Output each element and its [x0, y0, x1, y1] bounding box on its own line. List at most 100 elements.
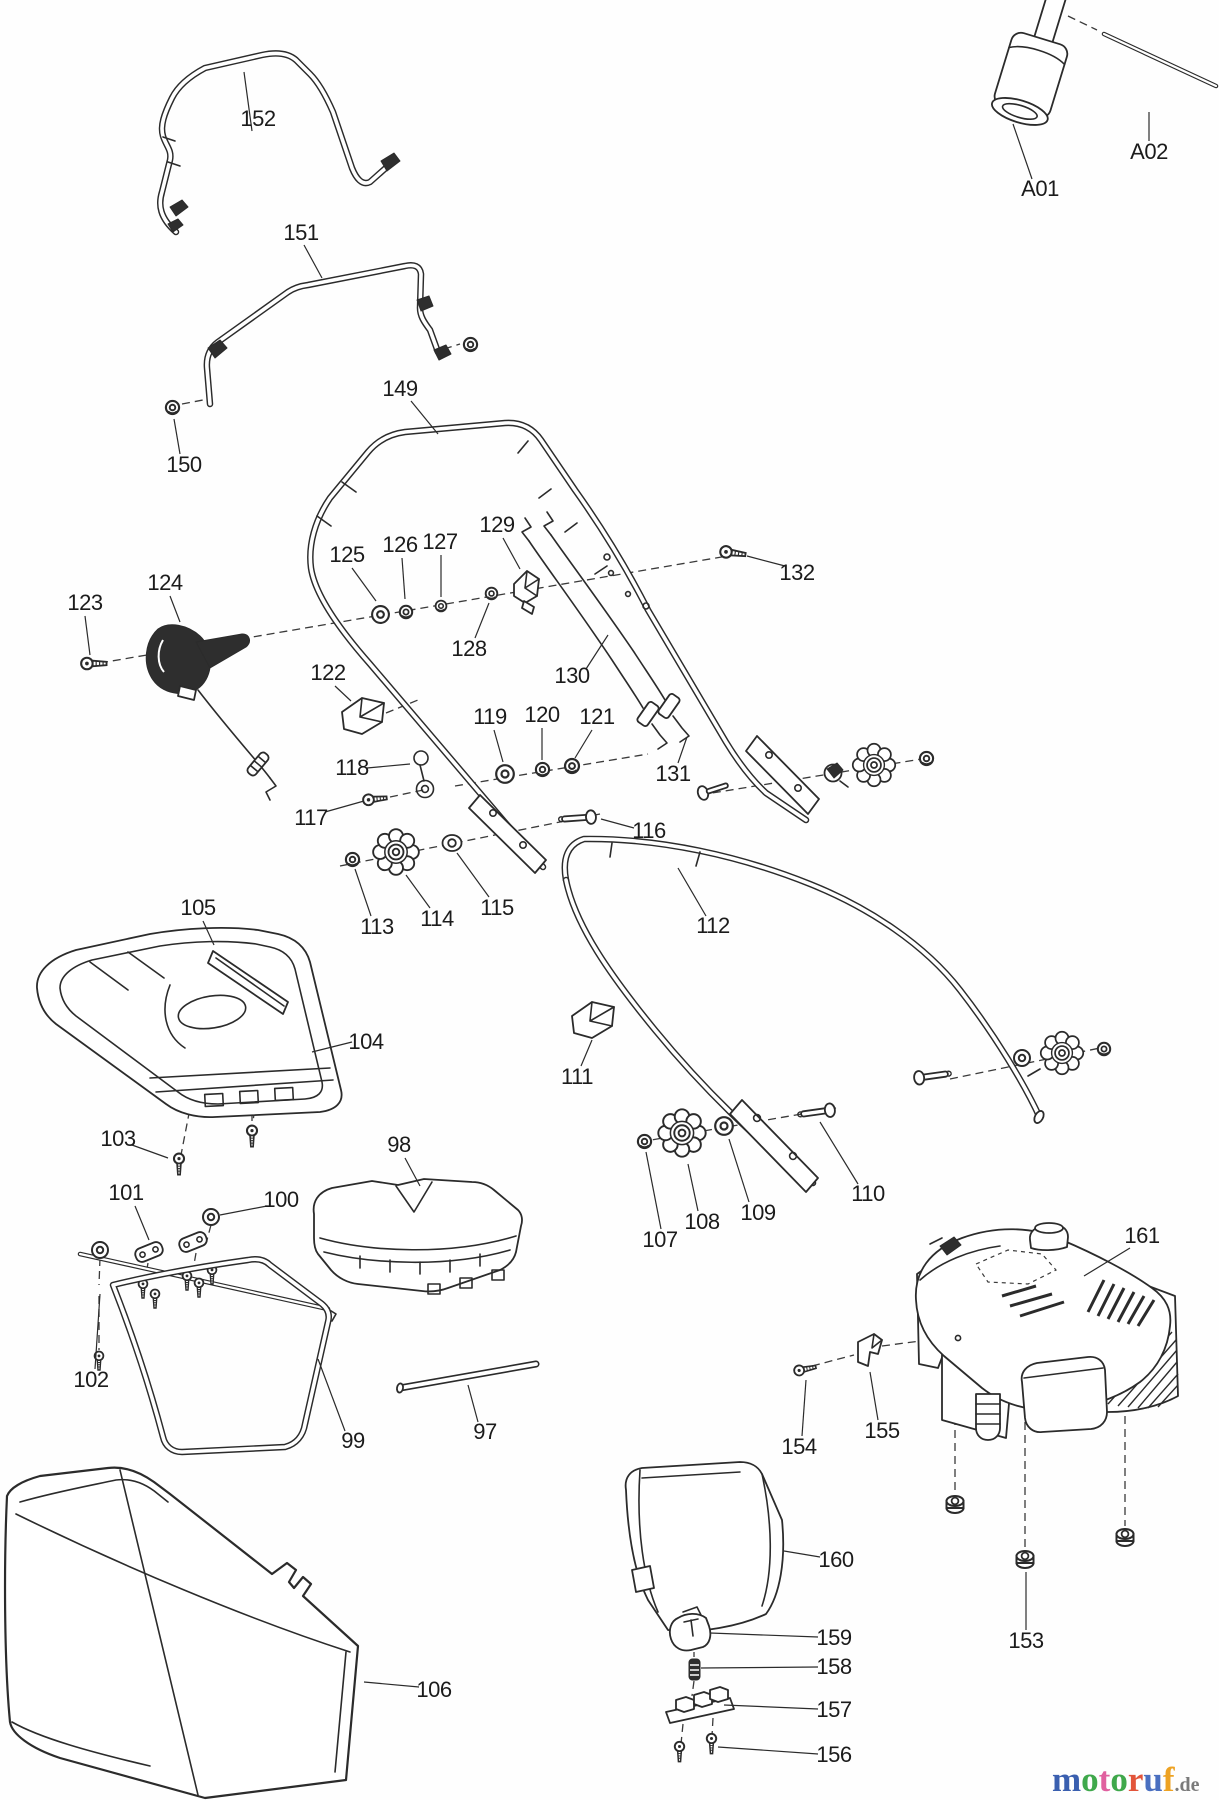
rod-97 — [396, 1360, 540, 1394]
leader-line-128 — [474, 602, 490, 639]
control-cables-130 — [521, 511, 729, 801]
leader-line-112 — [677, 867, 707, 917]
leader-line-121 — [574, 729, 593, 759]
part-label-A01: A01 — [1021, 176, 1059, 201]
part-label-153: 153 — [1008, 1628, 1043, 1653]
screw-103b — [245, 1124, 259, 1148]
part-label-123: 123 — [67, 590, 102, 615]
leader-line-97 — [467, 1384, 479, 1423]
logo-text: motoruf.de — [1052, 1760, 1200, 1799]
handle-bracket-left — [468, 794, 547, 874]
part-label-102: 102 — [73, 1367, 108, 1392]
screw-156a — [673, 1740, 686, 1763]
nut-127 — [434, 599, 448, 613]
cable-end-right — [823, 762, 849, 788]
wash-109 — [714, 1116, 734, 1136]
part-label-118: 118 — [335, 755, 369, 780]
locknut-a — [945, 1495, 965, 1514]
part-label-124: 124 — [147, 570, 182, 595]
leader-line-110 — [819, 1121, 859, 1185]
engine-161 — [792, 1222, 1179, 1569]
leader-line-108 — [687, 1163, 699, 1212]
wash-right-lower — [1013, 1049, 1031, 1067]
mulch-insert-98 — [312, 1178, 523, 1295]
mid-hardware — [341, 697, 598, 828]
part-label-101: 101 — [108, 1180, 143, 1205]
leader-line-158 — [700, 1666, 819, 1669]
leader-line-151 — [303, 244, 323, 279]
part-label-99: 99 — [341, 1428, 365, 1453]
part-label-130: 130 — [554, 663, 589, 688]
part-label-122: 122 — [310, 660, 345, 685]
cup-washer-115 — [441, 834, 463, 852]
part-label-109: 109 — [740, 1200, 775, 1225]
clip-155 — [857, 1333, 883, 1367]
grass-bag-106 — [3, 1466, 360, 1800]
part-label-150: 150 — [166, 452, 201, 477]
bolt-116 — [557, 809, 598, 828]
watermark-logo: motoruf.de — [1052, 1760, 1200, 1799]
upper-handle-149 — [307, 419, 820, 874]
locknut-153 — [1015, 1550, 1035, 1569]
part-label-149: 149 — [382, 376, 417, 401]
spring-158 — [688, 1658, 701, 1681]
part-label-98: 98 — [387, 1132, 411, 1157]
part-label-121: 121 — [579, 704, 614, 729]
leader-line-117 — [324, 800, 365, 813]
leader-line-152 — [243, 71, 253, 132]
part-label-125: 125 — [329, 542, 364, 567]
leader-line-119 — [493, 729, 504, 763]
leader-line-160 — [783, 1550, 821, 1558]
leader-line-106 — [363, 1681, 420, 1688]
leader-line-A01 — [1012, 123, 1033, 180]
part-label-103: 103 — [100, 1126, 135, 1151]
leader-line-130 — [585, 634, 609, 670]
part-label-128: 128 — [451, 636, 486, 661]
part-label-119: 119 — [473, 704, 507, 729]
part-label-A02: A02 — [1130, 139, 1168, 164]
knob-right — [851, 742, 897, 788]
lower-handle-112 — [561, 835, 1045, 1193]
assembly-axis-lines — [98, 15, 1126, 1745]
leader-line-101 — [134, 1205, 150, 1241]
part-label-126: 126 — [382, 532, 417, 557]
bag-frame-assembly — [77, 1178, 540, 1456]
knob-114 — [372, 828, 420, 876]
leader-line-99 — [317, 1358, 346, 1432]
leader-line-113 — [354, 868, 372, 917]
part-label-110: 110 — [851, 1181, 885, 1206]
leader-line-114 — [405, 874, 431, 909]
leader-line-102 — [94, 1293, 101, 1370]
leader-line-104 — [311, 1041, 353, 1053]
wash-119 — [495, 764, 515, 784]
latch-plate-157 — [665, 1686, 735, 1724]
wash-100a — [91, 1241, 109, 1259]
screw-123 — [80, 656, 108, 671]
nut-right-lower — [1096, 1041, 1112, 1057]
cable-rod-151 — [164, 262, 479, 416]
part-label-132: 132 — [779, 560, 814, 585]
spark-plug-wrench-a01 — [991, 0, 1070, 126]
part-label-158: 158 — [816, 1654, 851, 1679]
nut-121 — [563, 757, 581, 775]
knob-right-lower — [1039, 1030, 1085, 1076]
leader-line-115 — [456, 852, 490, 898]
plate-101a — [134, 1241, 164, 1263]
leader-line-116 — [600, 818, 635, 829]
screw-156b — [705, 1732, 718, 1755]
part-label-120: 120 — [524, 702, 559, 727]
part-label-104: 104 — [348, 1029, 383, 1054]
nut-right — [918, 750, 935, 767]
leader-line-125 — [351, 567, 377, 602]
part-label-155: 155 — [864, 1418, 899, 1443]
hook-118 — [413, 750, 435, 799]
wash-100b — [202, 1208, 220, 1226]
nut-128 — [484, 586, 499, 601]
leader-line-149 — [410, 400, 439, 435]
part-label-117: 117 — [294, 805, 328, 830]
leader-line-98 — [404, 1157, 421, 1187]
part-label-154: 154 — [781, 1434, 816, 1459]
discharge-flap-group — [624, 1461, 785, 1763]
